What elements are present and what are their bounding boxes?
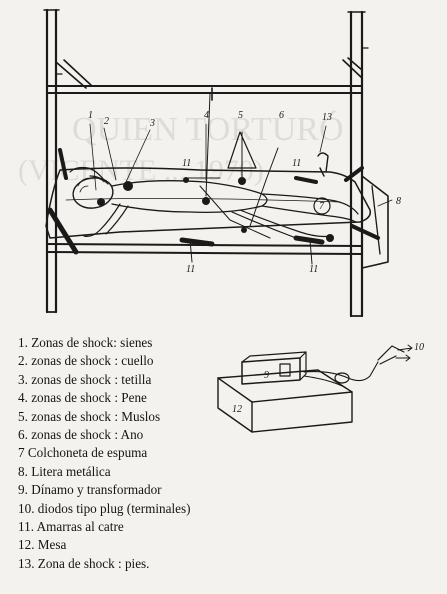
- tie-right-lower: [293, 235, 325, 245]
- electrode-penis: [202, 197, 210, 205]
- legend-item-13: 13. Zona de shock : pies.: [18, 555, 150, 571]
- label-9: 9: [264, 370, 269, 381]
- cable-2: [303, 375, 347, 389]
- legend-item-4: 4. zonas de shock : Pene: [18, 390, 147, 406]
- electrode-thigh: [238, 177, 246, 185]
- legend-item-9: 9. Dínamo y transformador: [18, 482, 162, 498]
- tie-right-frame: [350, 224, 380, 240]
- callout-13: 13: [322, 112, 332, 123]
- dynamo-table-drawing: 9 10 12: [217, 342, 424, 433]
- electrode-nipple: [183, 177, 189, 183]
- legend-item-3: 3. zonas de shock : tetilla: [18, 371, 152, 387]
- dynamo-dial: [279, 363, 291, 377]
- label-12: 12: [232, 404, 242, 415]
- callout-8: 8: [396, 196, 401, 207]
- electrode-foot: [326, 234, 334, 242]
- bed-ties: [47, 148, 380, 265]
- callout-2: 2: [104, 116, 109, 127]
- callout-7: 7: [319, 201, 325, 212]
- leader-lines: [89, 123, 393, 207]
- dynamo-box: [241, 357, 301, 385]
- legend-item-11: 11. Amarras al catre: [18, 519, 124, 535]
- foam-mattress: [45, 167, 372, 239]
- legend-item-7: 7 Colchoneta de espuma: [18, 445, 148, 461]
- callout-11-d: 11: [309, 264, 318, 275]
- callout-11-b: 11: [292, 158, 301, 169]
- bunk-bed-frame: [43, 8, 389, 318]
- tie-center-lower: [179, 237, 215, 247]
- arrow-2: [395, 354, 411, 362]
- cable-1: [303, 361, 379, 382]
- callout-numbers: 1 2 3 4 5 6 7 8 11 11 11 11 13: [88, 110, 401, 275]
- callout-5: 5: [238, 110, 243, 121]
- tie-left-upper: [58, 148, 68, 180]
- table-top: [217, 369, 353, 403]
- tie-left-lower: [47, 207, 79, 255]
- legend-item-5: 5. zonas de shock : Muslos: [18, 408, 161, 424]
- legend-item-12: 12. Mesa: [18, 537, 67, 553]
- clip-loop: [334, 372, 350, 384]
- legend-item-2: 2. zonas de shock : cuello: [18, 353, 154, 369]
- legend-item-10: 10. diodos tipo plug (terminales): [18, 500, 191, 516]
- legend-item-6: 6. zonas de shock : Ano: [18, 427, 144, 443]
- label-10: 10: [414, 342, 424, 353]
- hanging-wires: [187, 87, 279, 239]
- callout-4: 4: [204, 110, 209, 121]
- callout-1: 1: [88, 110, 93, 121]
- callout-3: 3: [149, 118, 155, 129]
- terminal-plugs: [377, 345, 405, 365]
- callout-11-c: 11: [186, 264, 195, 275]
- arrow-1: [397, 344, 413, 352]
- electrode-anus: [241, 227, 247, 233]
- callout-11-a: 11: [182, 158, 191, 169]
- table-sides: [217, 377, 353, 433]
- electrode-temple: [97, 198, 105, 206]
- legend-list: 1. Zonas de shock: sienes 2. zonas de sh…: [18, 334, 191, 573]
- callout-6: 6: [279, 110, 284, 121]
- tie-right-top: [344, 166, 364, 182]
- legend-item-1: 1. Zonas de shock: sienes: [18, 335, 153, 350]
- callout-7-circle: [313, 197, 331, 215]
- tie-right-upper: [294, 176, 318, 184]
- electrode-points: [97, 177, 334, 242]
- electrode-neck: [123, 181, 133, 191]
- legend-item-8: 8. Litera metálica: [18, 463, 111, 479]
